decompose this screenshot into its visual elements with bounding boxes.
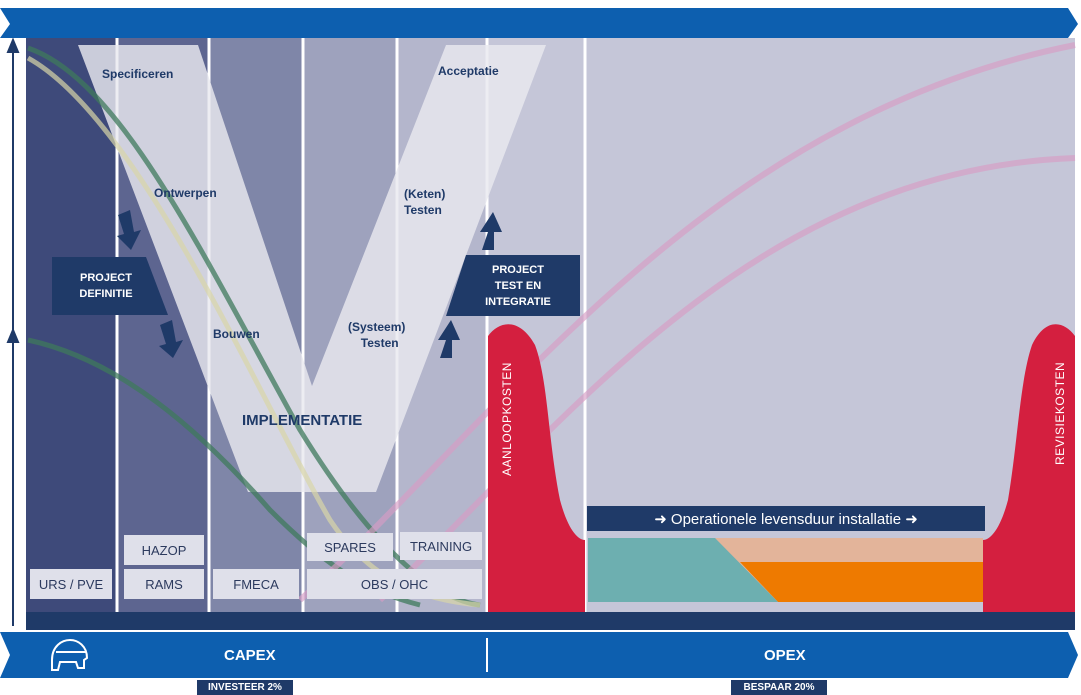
box-training: TRAINING (400, 532, 482, 560)
project-definitie-line1: PROJECT (80, 272, 132, 284)
box-obs-ohc: OBS / OHC (307, 569, 482, 599)
phase-keten-testen: (Keten) Testen (404, 186, 445, 218)
project-definitie-box: PROJECT DEFINITIE (52, 257, 160, 315)
capex-label: CAPEX (224, 647, 276, 664)
curve-pink-top (297, 42, 1076, 603)
arrow-down-icon (117, 210, 141, 250)
project-test-line1: PROJECT (492, 263, 544, 276)
phase-bouwen: Bouwen (213, 327, 260, 341)
top-banner (0, 8, 1078, 38)
box-spares: SPARES (307, 533, 393, 561)
aanloop-hump (488, 324, 585, 612)
box-rams: RAMS (124, 569, 204, 599)
phase-systeem-testen-line2: Testen (360, 336, 399, 350)
phase-implementatie: IMPLEMENTATIE (242, 412, 363, 429)
bespaar-tag: BESPAAR 20% (731, 680, 827, 695)
arrow-up-icon (6, 327, 20, 343)
revisie-hump (983, 324, 1075, 612)
box-hazop: HAZOP (124, 535, 204, 565)
orange-band (740, 562, 983, 602)
phase-ontwerpen: Ontwerpen (154, 186, 217, 200)
bottom-banner (0, 632, 1078, 678)
phase-keten-testen-line2: Testen (404, 203, 442, 217)
phase-keten-testen-line1: (Keten) (404, 187, 446, 201)
project-test-box: PROJECT TEST EN INTEGRATIE (462, 255, 574, 316)
operational-life-bar: ➜ Operationele levensduur installatie ➜ (587, 506, 985, 531)
project-test-line3: INTEGRATIE (485, 295, 551, 308)
helmet-icon (51, 638, 89, 671)
project-test-shape (446, 255, 580, 316)
v-shape (78, 45, 546, 492)
curve-pink-mid (377, 155, 1076, 603)
box-fmeca: FMECA (213, 569, 299, 599)
box-urs-pve: URS / PVE (30, 569, 112, 599)
project-test-line2: TEST EN (494, 279, 542, 292)
project-definitie-shape (52, 257, 168, 315)
revisiekosten-label: REVISIEKOSTEN (1053, 361, 1067, 465)
aanloopkosten-label: AANLOOPKOSTEN (500, 362, 514, 476)
arrow-up-icon (480, 212, 502, 250)
phase-systeem-testen: (Systeem) Testen (348, 319, 405, 351)
phase-specificeren: Specificeren (102, 67, 174, 81)
phase-acceptatie: Acceptatie (438, 64, 499, 78)
teal-band (588, 538, 778, 602)
bottom-bar (26, 612, 1075, 630)
project-definitie-line2: DEFINITIE (79, 288, 133, 300)
phase-systeem-testen-line1: (Systeem) (348, 320, 406, 334)
arrow-up-icon (438, 320, 460, 358)
arrow-up-icon (6, 37, 20, 53)
opex-label: OPEX (764, 647, 806, 664)
arrow-down-icon (159, 320, 183, 358)
investeer-tag: INVESTEER 2% (197, 680, 293, 695)
col-1 (26, 38, 116, 612)
